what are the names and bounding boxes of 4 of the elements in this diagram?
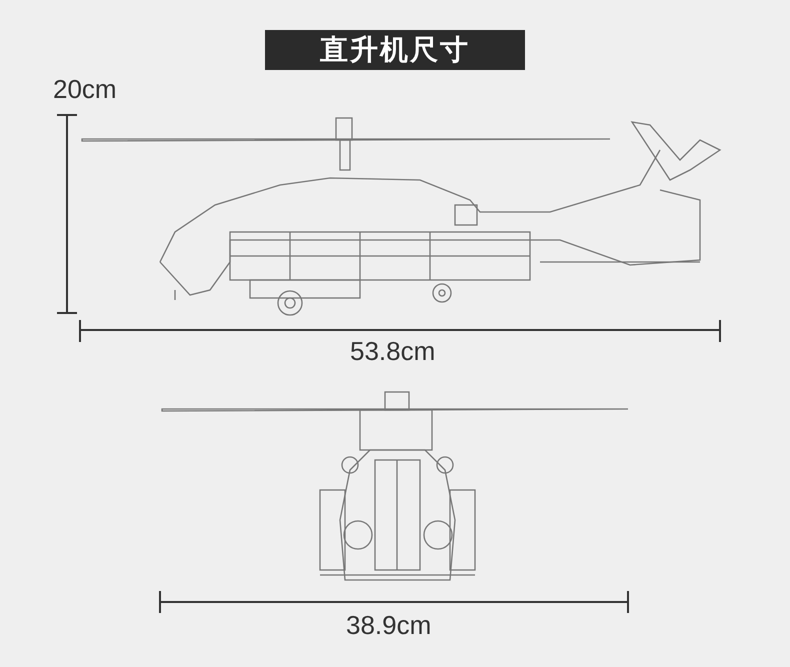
dimension-label: 38.9cm bbox=[346, 610, 432, 641]
title-banner: 直升机尺寸 bbox=[265, 30, 525, 70]
dimension-label: 53.8cm bbox=[350, 336, 436, 367]
dimension-label: 20cm bbox=[53, 74, 117, 105]
